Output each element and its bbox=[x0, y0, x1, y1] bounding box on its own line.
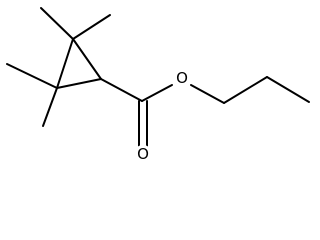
ring-to-carbonyl-bond bbox=[100, 78, 143, 102]
methyl-bond-left-a bbox=[6, 63, 58, 89]
ester-single-bond bbox=[141, 84, 173, 102]
ring-bond-bottom bbox=[56, 78, 102, 89]
methyl-bond-top-b bbox=[72, 14, 111, 40]
oxygen-to-propyl-bond bbox=[190, 84, 225, 104]
ring-bond-top-right bbox=[72, 38, 102, 80]
skeletal-formula: O O bbox=[6, 7, 310, 163]
propyl-bond-3 bbox=[266, 76, 310, 103]
carbonyl-oxygen-label: O bbox=[137, 145, 149, 163]
propyl-bond-2 bbox=[223, 76, 268, 104]
ester-oxygen-atom: O bbox=[173, 69, 191, 87]
methyl-bond-top-a bbox=[40, 7, 74, 40]
carbonyl-oxygen-atom: O bbox=[134, 145, 152, 163]
ester-oxygen-label: O bbox=[176, 69, 188, 87]
ring-bond-top-left bbox=[56, 38, 74, 89]
methyl-bond-left-b bbox=[42, 87, 58, 127]
